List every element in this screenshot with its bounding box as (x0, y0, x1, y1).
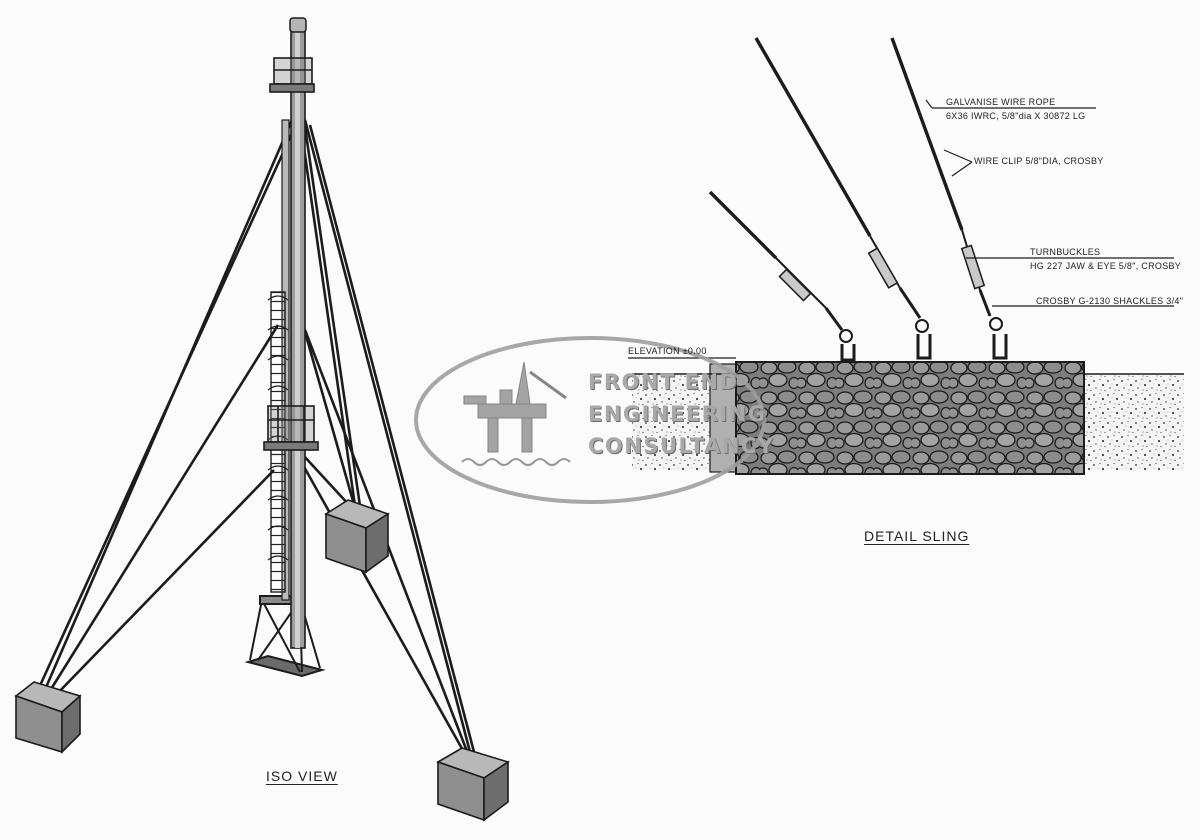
wire-rope-spec: 6X36 IWRC, 5/8"dia X 30872 LG (946, 111, 1086, 121)
callout-leaders (628, 99, 1174, 359)
turnbuckles-spec: HG 227 JAW & EYE 5/8", CROSBY (1030, 261, 1182, 271)
watermark-line-1: FRONT END (588, 370, 739, 394)
detail-sling (628, 37, 1184, 475)
ground-soil-left (632, 374, 712, 470)
turnbuckles-callout: TURNBUCKLES (1030, 247, 1101, 257)
watermark-line-2: ENGINEERING (588, 402, 767, 426)
iso-view (14, 17, 510, 822)
sling-assemblies (708, 37, 1008, 362)
watermark-logo (414, 336, 766, 504)
watermark-line-3: CONSULTANCY (588, 434, 775, 458)
iso-view-title: ISO VIEW (266, 768, 338, 784)
wire-clip-callout: WIRE CLIP 5/8"DIA, CROSBY (974, 156, 1104, 166)
anchor-block-middle (324, 499, 390, 574)
anchor-block-right (436, 747, 510, 822)
wire-rope-callout: GALVANISE WIRE ROPE (946, 97, 1056, 107)
anchor-block-left (14, 681, 82, 754)
detail-sling-title: DETAIL SLING (864, 528, 970, 544)
mast-base-frame (244, 595, 326, 678)
top-platform (269, 57, 315, 93)
rubble-anchor-block (735, 361, 1085, 475)
shackles-callout: CROSBY G-2130 SHACKLES 3/4" (1036, 296, 1184, 306)
ground-soil-right (1084, 374, 1184, 470)
elevation-label: ELEVATION ±0.00 (628, 346, 707, 356)
mid-platform (263, 405, 319, 451)
